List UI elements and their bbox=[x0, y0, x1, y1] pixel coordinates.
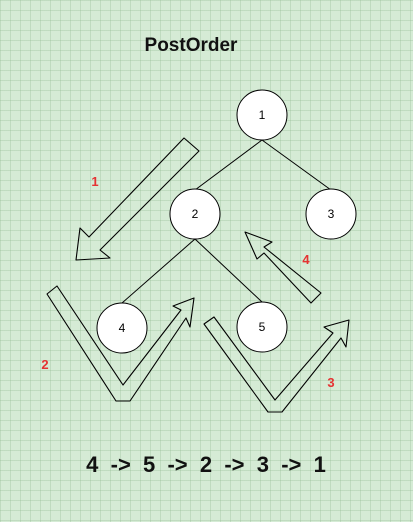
tree-node: 1 bbox=[236, 89, 288, 141]
node-label: 4 bbox=[119, 321, 126, 335]
step-label: 4 bbox=[302, 252, 310, 267]
node-label: 5 bbox=[259, 320, 266, 334]
node-label: 1 bbox=[259, 108, 266, 122]
edge-1-3 bbox=[261, 139, 332, 191]
edge-2-4 bbox=[121, 238, 196, 304]
step-label: 2 bbox=[41, 357, 48, 372]
tree-node: 4 bbox=[96, 302, 148, 354]
tree-node: 3 bbox=[305, 188, 357, 240]
edge-2-5 bbox=[194, 238, 263, 303]
step-2-arrow bbox=[46, 285, 195, 402]
node-label: 2 bbox=[192, 207, 199, 221]
tree-node: 2 bbox=[169, 188, 221, 240]
step-1-arrow bbox=[75, 137, 200, 261]
tree-node: 5 bbox=[236, 301, 288, 353]
step-label: 3 bbox=[327, 375, 334, 390]
edge-1-2 bbox=[194, 139, 263, 191]
step-4-arrow bbox=[244, 231, 322, 304]
traversal-sequence: 4 -> 5 -> 2 -> 3 -> 1 bbox=[86, 452, 326, 477]
diagram-title: PostOrder bbox=[145, 35, 239, 56]
step-label: 1 bbox=[91, 174, 98, 189]
node-label: 3 bbox=[328, 207, 335, 221]
step-3-arrow bbox=[203, 316, 350, 413]
